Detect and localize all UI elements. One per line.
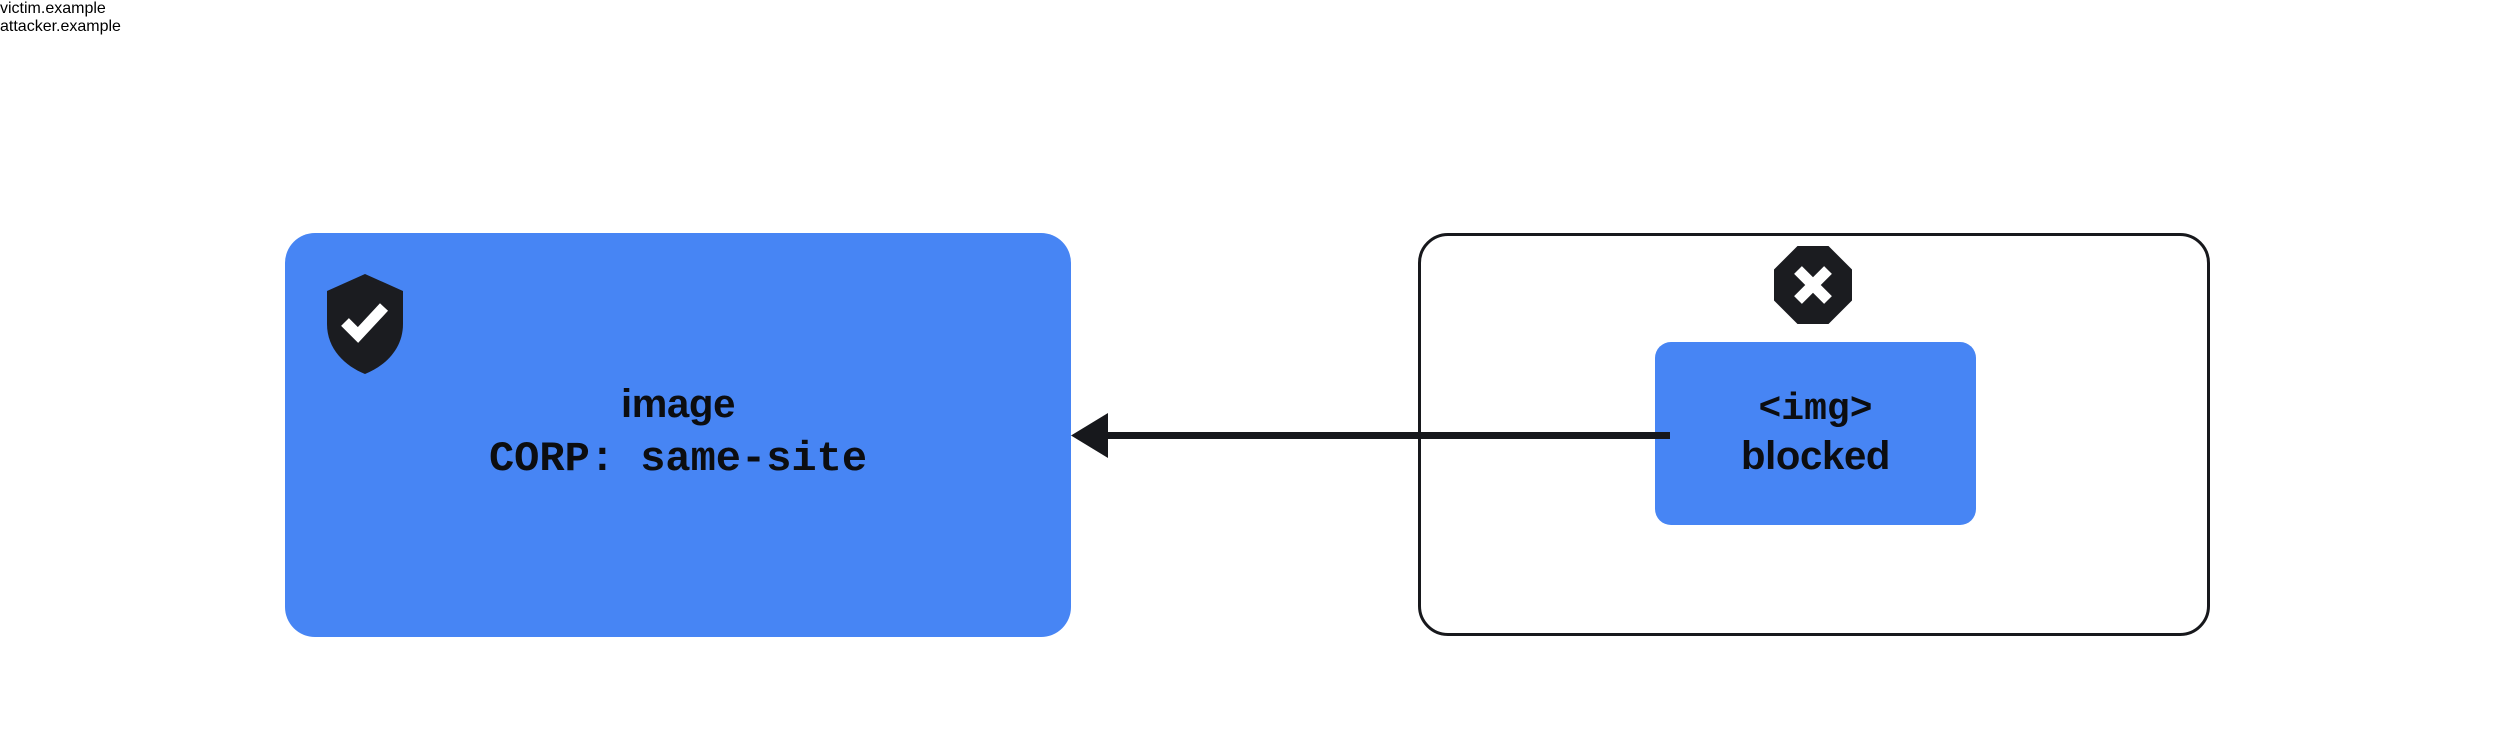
blocked-img-element: <img> blocked — [1655, 342, 1976, 525]
victim-origin-panel: image CORP: same-site — [285, 233, 1071, 637]
victim-origin-label: victim.example — [0, 0, 106, 17]
victim-resource-description: image CORP: same-site — [285, 381, 1071, 485]
octagon-x-icon — [1774, 246, 1852, 324]
resource-corp-header: CORP: same-site — [488, 435, 868, 484]
img-tag-label: <img> — [1758, 387, 1873, 431]
resource-name: image — [620, 382, 736, 426]
attacker-origin-label: attacker.example — [0, 18, 121, 35]
img-state-label: blocked — [1740, 434, 1891, 479]
shield-check-icon — [327, 274, 403, 374]
request-arrow — [1060, 400, 1670, 472]
